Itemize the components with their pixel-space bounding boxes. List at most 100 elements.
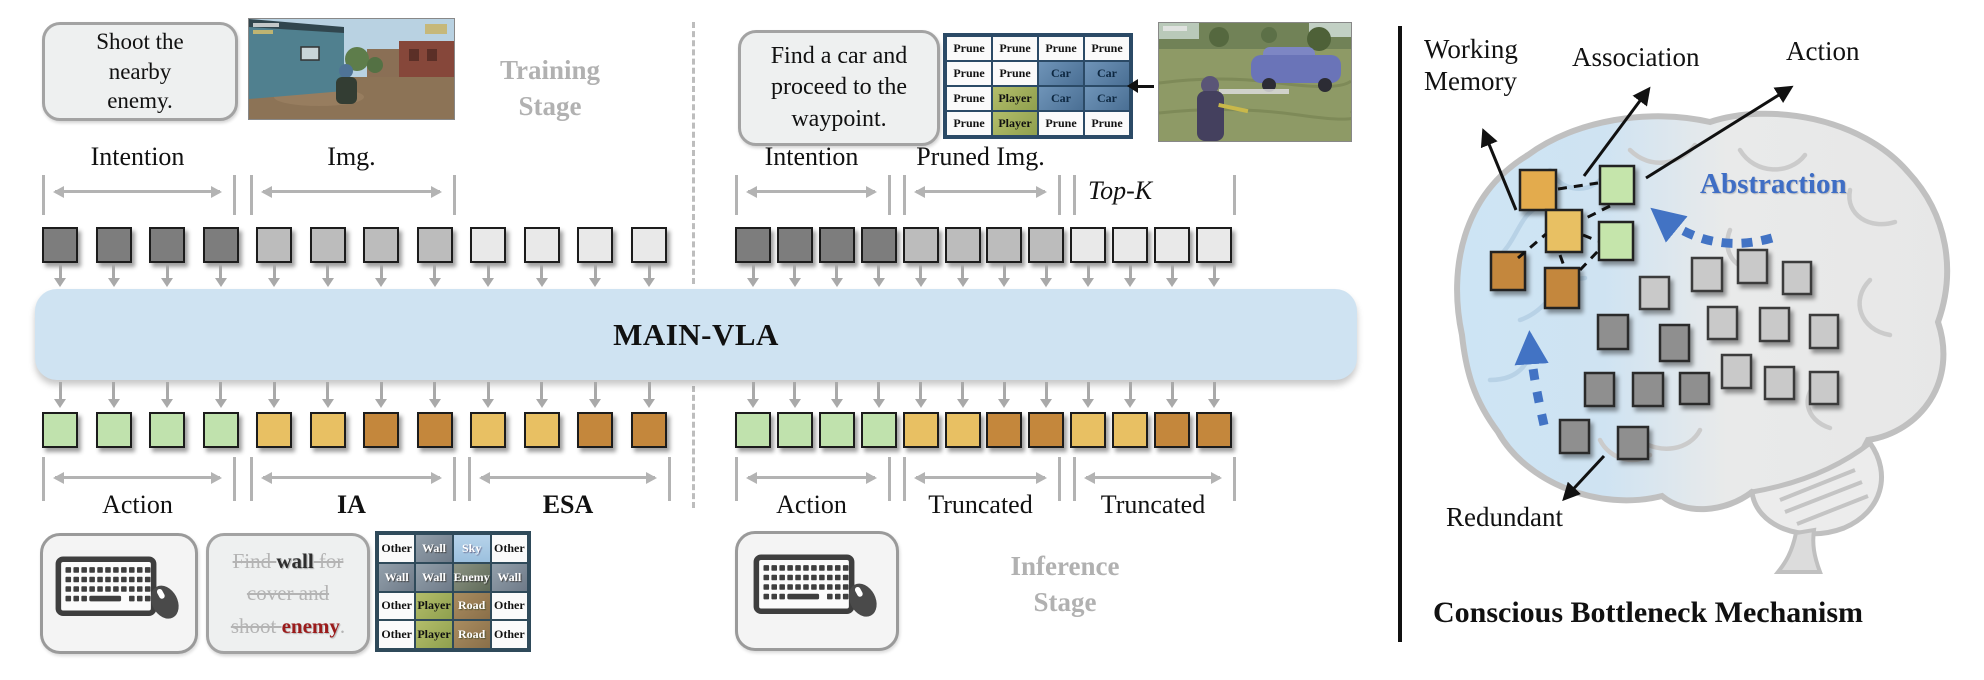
flow-arrow-icon	[214, 264, 227, 287]
prune-table-cell: Prune	[1084, 111, 1130, 136]
flow-arrow-icon	[1124, 382, 1137, 408]
flow-arrow-icon	[1208, 264, 1220, 287]
training-intention-span-bar	[42, 175, 45, 215]
training-esa-span-arrow	[481, 476, 655, 479]
training-input-token	[309, 227, 346, 263]
inference-pruned-img-span-bar	[903, 175, 906, 215]
inference-action-span-bar	[735, 457, 738, 501]
ia-text-segment: .	[339, 613, 346, 638]
flow-arrow-icon	[535, 382, 548, 408]
esa-table-cell: Other	[490, 620, 528, 649]
flow-arrow-icon	[321, 264, 334, 287]
flow-arrow-icon	[914, 264, 927, 287]
flow-arrow-icon	[107, 264, 120, 287]
inference-intention-span-bar	[888, 175, 891, 215]
flow-arrow-icon	[1124, 264, 1137, 287]
ia-text-segment: cover and	[246, 581, 330, 606]
ia-text-segment: enemy	[281, 613, 340, 638]
keyboard-mouse-icon	[753, 553, 877, 617]
training-intention-text: Shoot the nearby enemy.	[96, 27, 184, 115]
prune-table-cell: Car	[1084, 61, 1130, 86]
training-intention-span-label: Intention	[90, 142, 185, 171]
esa-table-cell: Road	[452, 591, 491, 621]
training-input-token	[202, 227, 239, 263]
main-vla-box: MAIN-VLA	[35, 289, 1357, 380]
training-keyboard-mouse-box	[40, 533, 198, 654]
abstraction-arrows	[1514, 207, 1774, 426]
intention-line: nearby	[108, 58, 172, 84]
training-output-token	[363, 412, 400, 448]
flow-arrow-icon	[54, 382, 66, 408]
panel-divider-line	[1398, 26, 1402, 642]
inference-truncated1-span-bar	[1058, 457, 1061, 501]
keyboard-mouse-icon	[750, 548, 885, 635]
training-action-span-bar	[42, 457, 45, 501]
inference-pruned-img-span-bar	[1058, 175, 1061, 215]
workspace-token-squares	[1489, 164, 1636, 310]
intention-line: Shoot the	[96, 29, 184, 55]
inference-intention-span-arrow	[748, 190, 875, 193]
training-img-span-label: Img.	[327, 142, 376, 171]
flow-arrow-icon	[1166, 382, 1179, 408]
flow-arrow-icon	[872, 264, 885, 287]
esa-table-cell: Other	[490, 534, 528, 563]
inference-input-token	[860, 227, 897, 263]
intention-line: enemy.	[107, 88, 173, 114]
training-output-token	[42, 412, 78, 448]
training-intention-span-arrow	[55, 190, 220, 193]
flow-arrow-icon	[321, 382, 334, 408]
training-output-token	[309, 412, 346, 448]
esa-table-cell: Other	[378, 534, 416, 563]
keyboard-mouse-icon	[52, 550, 187, 637]
flow-arrow-icon	[428, 264, 441, 287]
training-output-token	[523, 412, 560, 448]
label-arrows	[1480, 85, 1794, 502]
inference-output-token	[860, 412, 897, 448]
prune-table-cell: Prune	[1084, 36, 1130, 61]
esa-table-cell: Enemy	[452, 562, 491, 592]
inference-output-token	[1070, 412, 1107, 448]
training-esa-span-bar	[468, 457, 471, 501]
flow-arrow-icon	[747, 264, 759, 287]
flow-arrow-icon	[268, 264, 281, 287]
training-output-token	[577, 412, 614, 448]
inference-input-token	[735, 227, 771, 263]
training-game-image	[248, 18, 455, 120]
training-img-span-arrow	[263, 190, 440, 193]
flow-arrow-icon	[268, 382, 281, 408]
inference-input-token	[818, 227, 855, 263]
inference-truncated1-span-bar	[903, 457, 906, 501]
prune-table-cell: Prune	[1038, 111, 1084, 136]
inference-keyboard-mouse-box	[735, 531, 899, 651]
ia-text-line: cover and	[231, 577, 345, 610]
flow-arrow-icon	[589, 264, 602, 287]
left-arrow-icon	[1127, 79, 1154, 93]
ia-text-segment: shoot	[230, 613, 282, 638]
inference-pruned-img-span-label: Pruned Img.	[916, 142, 1045, 171]
esa-table-cell: Road	[452, 620, 491, 649]
training-output-token	[149, 412, 186, 448]
inference-intention-span-bar	[735, 175, 738, 215]
inference-output-token	[1154, 412, 1191, 448]
flow-arrow-icon	[214, 382, 227, 408]
training-input-token	[95, 227, 132, 263]
topk-label: Top-K	[1088, 176, 1153, 205]
inference-stage-label: Inference Stage	[1010, 551, 1120, 618]
training-output-token	[256, 412, 293, 448]
esa-table-cell: Wall	[490, 562, 528, 592]
inference-output-token	[1028, 412, 1065, 448]
flow-arrow-icon	[482, 264, 495, 287]
flow-arrow-icon	[643, 382, 655, 408]
intention-line: proceed to the	[771, 74, 907, 101]
flow-arrow-icon	[1208, 382, 1220, 408]
flow-arrow-icon	[535, 264, 548, 287]
inference-game-image	[1158, 22, 1352, 142]
keyboard-mouse-icon	[55, 556, 179, 619]
inference-output-token	[735, 412, 771, 448]
prune-table-cell: Prune	[946, 36, 992, 61]
